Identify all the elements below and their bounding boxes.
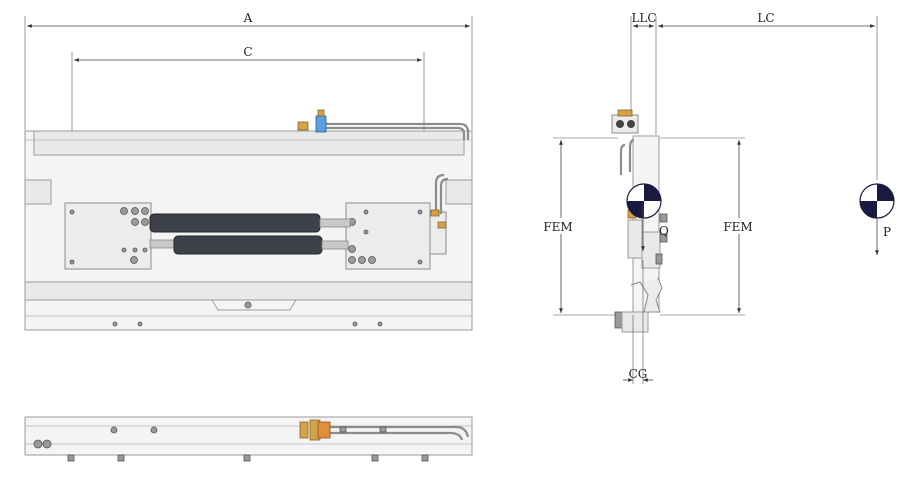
- dimension-lc-label: LC: [757, 11, 774, 25]
- left-plate: [64, 202, 152, 270]
- dimension-fem-left-label: FEM: [543, 220, 572, 234]
- dimension-a: A: [24, 11, 473, 130]
- dimension-llc: LLC: [630, 11, 657, 135]
- dimension-c-label: C: [243, 45, 252, 59]
- load-p-label: P: [883, 225, 891, 239]
- brass-fitting: [297, 121, 309, 131]
- hydraulic-cylinders: [149, 213, 351, 255]
- dimension-cg-label: CG: [629, 367, 648, 381]
- hydraulic-piping: [297, 109, 470, 229]
- cg-symbol-icon: [626, 183, 662, 219]
- dimension-a-label: A: [243, 11, 253, 25]
- dimension-cg: CG: [623, 260, 653, 384]
- load-q-label: Q: [659, 224, 669, 238]
- side-view: LLC LC FEM FEM: [540, 11, 895, 384]
- cg-symbol-icon: [859, 183, 895, 219]
- front-view: A C: [24, 11, 473, 331]
- blue-valve: [315, 115, 327, 133]
- bottom-bolts: [112, 301, 383, 327]
- right-plate: [345, 202, 431, 270]
- dimension-llc-label: LLC: [631, 11, 656, 25]
- dimension-fem-left: FEM: [540, 137, 618, 316]
- plan-view: [24, 416, 473, 462]
- left-side-block: [24, 179, 52, 205]
- carriage-profile: [611, 109, 668, 333]
- plan-view-feet: [67, 454, 429, 462]
- right-side-block: [445, 179, 473, 205]
- right-bracket: [429, 211, 447, 255]
- dimension-fem-right: FEM: [660, 137, 758, 316]
- dimension-lc: LC: [658, 11, 878, 180]
- bottom-bar: [24, 281, 473, 301]
- dimension-fem-right-label: FEM: [723, 220, 752, 234]
- top-bar: [33, 130, 465, 156]
